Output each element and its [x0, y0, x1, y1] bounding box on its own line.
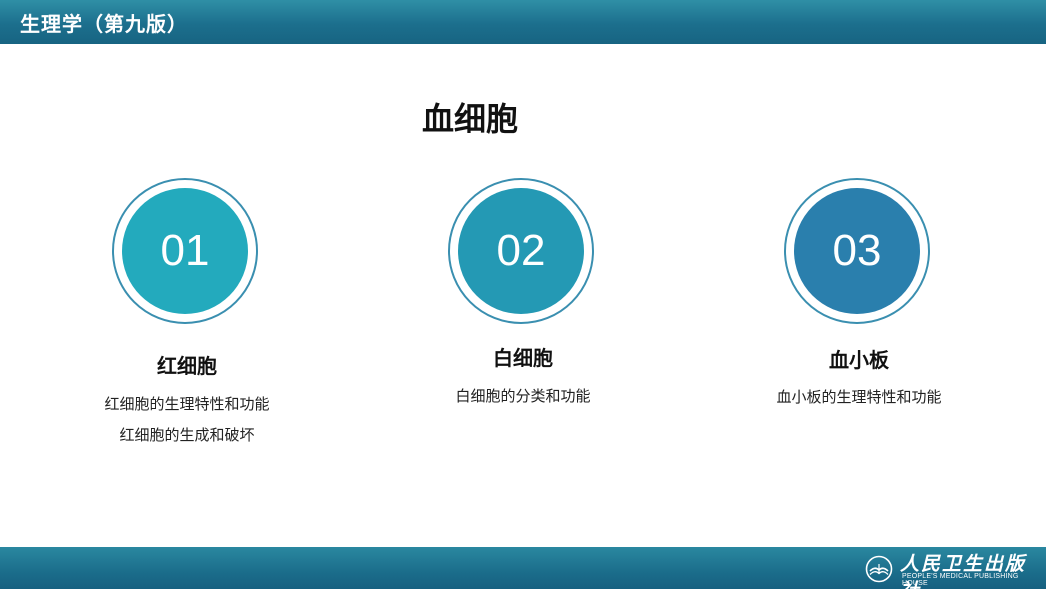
- description-line: 红细胞的生理特性和功能: [104, 395, 270, 413]
- topic-description: 白细胞的分类和功能: [373, 381, 673, 412]
- number-ring: 01: [112, 178, 258, 324]
- header-bar: 生理学（第九版）: [0, 0, 1046, 44]
- number-badge: 02: [458, 188, 584, 314]
- number-ring: 03: [784, 178, 930, 324]
- topic-heading: 血小板: [829, 348, 889, 372]
- description-line: 红细胞的生成和破坏: [119, 426, 255, 444]
- description-line: 血小板的生理特性和功能: [776, 388, 942, 406]
- description-line: 白细胞的分类和功能: [455, 387, 591, 405]
- topic-description: 红细胞的生理特性和功能 红细胞的生成和破坏: [37, 389, 337, 451]
- number-badge: 03: [794, 188, 920, 314]
- slide-title: 血细胞: [421, 100, 518, 138]
- footer-bar: 人民卫生出版社 PEOPLE'S MEDICAL PUBLISHING HOUS…: [0, 547, 1046, 602]
- number-badge: 01: [122, 188, 248, 314]
- topic-heading: 白细胞: [493, 346, 553, 370]
- topic-heading: 红细胞: [157, 354, 217, 378]
- publisher-english-name: PEOPLE'S MEDICAL PUBLISHING HOUSE: [902, 573, 1019, 587]
- book-logo-icon: [865, 555, 893, 583]
- course-title: 生理学（第九版）: [20, 12, 188, 36]
- topic-description: 血小板的生理特性和功能: [709, 382, 1009, 413]
- number-ring: 02: [448, 178, 594, 324]
